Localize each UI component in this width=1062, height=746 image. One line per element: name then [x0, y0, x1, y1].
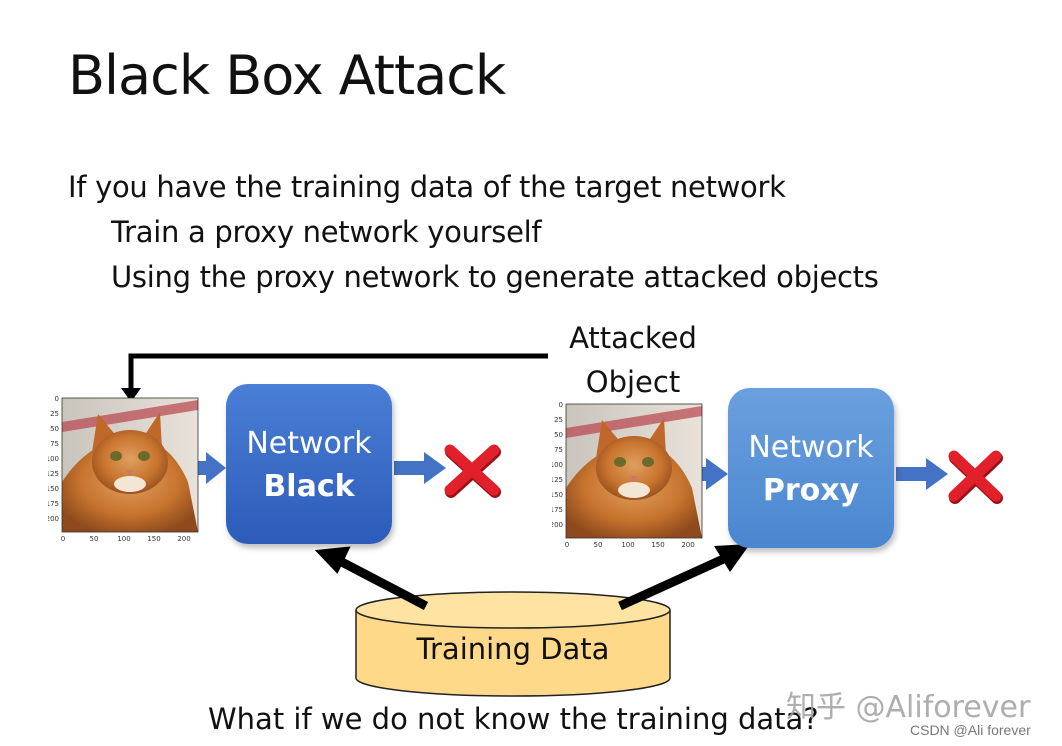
training-data-label: Training Data [416, 632, 610, 666]
cat-image-plot-attacked: 0 25 50 75 100 125 150 175 200 0 50 100 … [550, 398, 703, 549]
svg-text:150: 150 [48, 485, 59, 493]
network-black-line1: Network [246, 426, 372, 461]
network-black-line2: Black [263, 469, 355, 504]
svg-text:100: 100 [48, 455, 59, 463]
svg-text:0: 0 [559, 401, 563, 409]
x-axis-ticks: 0 50 100 150 200 [61, 535, 191, 543]
attacked-object-line1: Attacked [569, 321, 697, 355]
svg-text:50: 50 [90, 535, 99, 543]
svg-text:150: 150 [651, 541, 664, 549]
arrow-data-to-black [314, 546, 429, 610]
x-axis-ticks: 0 50 100 150 200 [565, 541, 695, 549]
network-black-box: Network Black [226, 384, 392, 544]
svg-text:175: 175 [552, 506, 563, 514]
cat-image-plot-original: 0 25 50 75 100 125 150 175 200 0 50 100 … [46, 392, 199, 543]
attacked-object-line2: Object [585, 365, 681, 399]
svg-text:25: 25 [554, 416, 563, 424]
svg-text:175: 175 [48, 500, 59, 508]
csdn-watermark: CSDN @Ali forever [910, 722, 1031, 738]
svg-text:100: 100 [117, 535, 130, 543]
svg-text:150: 150 [147, 535, 160, 543]
blue-arrow-black-to-cross [394, 452, 446, 484]
feedback-arrow-head [121, 388, 141, 402]
network-proxy-box: Network Proxy [728, 388, 894, 548]
svg-text:200: 200 [48, 515, 59, 523]
svg-text:75: 75 [50, 440, 59, 448]
blue-arrow-proxy-to-cross [896, 458, 948, 490]
training-data-cylinder [355, 591, 671, 697]
bottom-question: What if we do not know the training data… [208, 702, 819, 736]
svg-text:100: 100 [552, 461, 563, 469]
bullet-train-proxy: Train a proxy network yourself [111, 215, 542, 249]
svg-text:125: 125 [48, 470, 59, 478]
cat-image-attacked: 0 25 50 75 100 125 150 175 200 0 50 100 … [550, 401, 703, 549]
red-cross-icon-proxy [948, 450, 1003, 504]
network-proxy-line2: Proxy [762, 473, 860, 508]
y-axis-ticks: 0 25 50 75 100 125 150 175 200 [46, 395, 59, 523]
svg-text:200: 200 [681, 541, 694, 549]
bullet-generate-attack: Using the proxy network to generate atta… [111, 260, 879, 294]
y-axis-ticks: 0 25 50 75 100 125 150 175 200 [550, 401, 563, 529]
feedback-arrow [128, 353, 548, 394]
svg-text:50: 50 [594, 541, 603, 549]
svg-text:0: 0 [55, 395, 59, 403]
svg-text:0: 0 [61, 535, 65, 543]
red-cross-icon-black [444, 444, 501, 498]
svg-text:200: 200 [177, 535, 190, 543]
svg-text:100: 100 [621, 541, 634, 549]
svg-text:50: 50 [50, 425, 59, 433]
svg-text:150: 150 [552, 491, 563, 499]
arrow-data-to-proxy [618, 544, 750, 611]
svg-text:75: 75 [554, 446, 563, 454]
attacked-object-label: Attacked Object [548, 316, 718, 404]
svg-text:50: 50 [554, 431, 563, 439]
svg-text:125: 125 [552, 476, 563, 484]
svg-text:200: 200 [552, 521, 563, 529]
cat-image-original: 0 25 50 75 100 125 150 175 200 0 50 100 … [46, 395, 199, 543]
svg-text:0: 0 [565, 541, 569, 549]
network-proxy-line1: Network [748, 430, 874, 465]
bullet-training-data: If you have the training data of the tar… [68, 170, 786, 204]
zhihu-watermark: 知乎 @Aliforever [786, 690, 1031, 725]
svg-text:25: 25 [50, 410, 59, 418]
slide-title: Black Box Attack [68, 44, 506, 107]
